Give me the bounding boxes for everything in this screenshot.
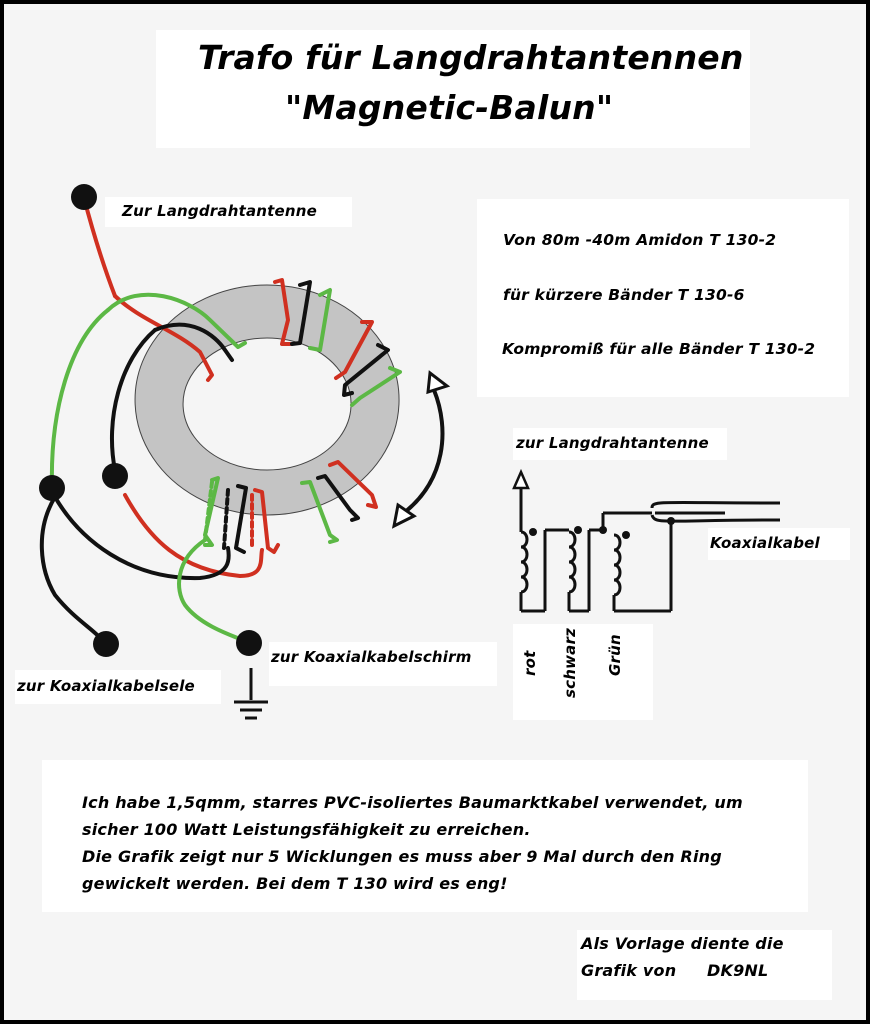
coil-red bbox=[520, 530, 529, 594]
schematic-antenna-label: zur Langdrahtantenne bbox=[516, 434, 709, 452]
credit-callsign: DK9NL bbox=[707, 961, 769, 980]
terminal-coax-shield bbox=[236, 630, 262, 656]
windings bbox=[106, 278, 402, 554]
credit-line-1: Als Vorlage diente die bbox=[581, 934, 784, 953]
label-box-coax-shield bbox=[269, 642, 497, 686]
coax-outer-top bbox=[650, 500, 781, 509]
red-lead-antenna bbox=[82, 196, 117, 298]
notes-line-4: gewickelt werden. Bei dem T 130 wird es … bbox=[82, 874, 508, 893]
terminal-antenna bbox=[71, 184, 97, 210]
label-box-coax-core bbox=[15, 670, 221, 704]
antenna-arrow-icon bbox=[512, 468, 530, 490]
notes-line-3: Die Grafik zeigt nur 5 Wicklungen es mus… bbox=[82, 847, 722, 866]
core-info-line-3: Kompromiß für alle Bänder T 130-2 bbox=[502, 340, 816, 358]
green-lead-to-shield bbox=[177, 538, 250, 644]
terminal-coax-core bbox=[93, 631, 119, 657]
green-wire-top-left bbox=[106, 292, 247, 349]
toroid-core bbox=[134, 284, 400, 516]
core-info-line-2: für kürzere Bänder T 130-6 bbox=[503, 286, 745, 304]
label-to-coax-shield: zur Koaxialkabelschirm bbox=[271, 648, 472, 666]
coil-black bbox=[568, 530, 577, 594]
core-info-box bbox=[477, 199, 849, 397]
title-line-1: Trafo für Langdrahtantennen bbox=[198, 38, 744, 77]
black-lead-bottom bbox=[53, 495, 231, 581]
label-box-schematic-antenna bbox=[513, 428, 727, 460]
notes-box bbox=[42, 760, 808, 912]
green-lead-left bbox=[49, 308, 110, 490]
coax-cable-label: Koaxialkabel bbox=[710, 534, 820, 552]
black-lead-to-core bbox=[39, 495, 107, 645]
label-box-windings bbox=[513, 624, 653, 720]
terminal-junction bbox=[39, 475, 65, 501]
rotation-arrow-icon bbox=[391, 370, 451, 529]
black-lead-left bbox=[110, 328, 157, 472]
credit-line-2-prefix: Grafik von bbox=[581, 961, 677, 980]
notes-line-1: Ich habe 1,5qmm, starres PVC-isoliertes … bbox=[82, 793, 743, 812]
transformer-schematic bbox=[512, 468, 781, 613]
credit-box bbox=[577, 930, 832, 1000]
notes-line-2: sicher 100 Watt Leistungsfähigkeit zu er… bbox=[82, 820, 531, 839]
coil-green bbox=[613, 533, 622, 597]
label-to-coax-core: zur Koaxialkabelsele bbox=[17, 677, 195, 695]
label-box-coax bbox=[708, 528, 850, 560]
label-box-antenna bbox=[105, 197, 352, 227]
label-to-longwire-antenna: Zur Langdrahtantenne bbox=[122, 202, 318, 220]
terminal-dots bbox=[39, 184, 262, 657]
terminal-red-end bbox=[102, 463, 128, 489]
notes-text: Ich habe 1,5qmm, starres PVC-isoliertes … bbox=[82, 789, 802, 897]
title-box bbox=[156, 30, 750, 148]
winding-dots bbox=[529, 517, 675, 539]
ground-symbol-icon bbox=[234, 668, 268, 720]
leads bbox=[39, 196, 264, 645]
core-info-line-1: Von 80m -40m Amidon T 130-2 bbox=[503, 231, 777, 249]
red-wire-top-left bbox=[113, 294, 214, 382]
black-wire-top-left bbox=[153, 322, 234, 362]
title-line-2: "Magnetic-Balun" bbox=[285, 88, 614, 127]
